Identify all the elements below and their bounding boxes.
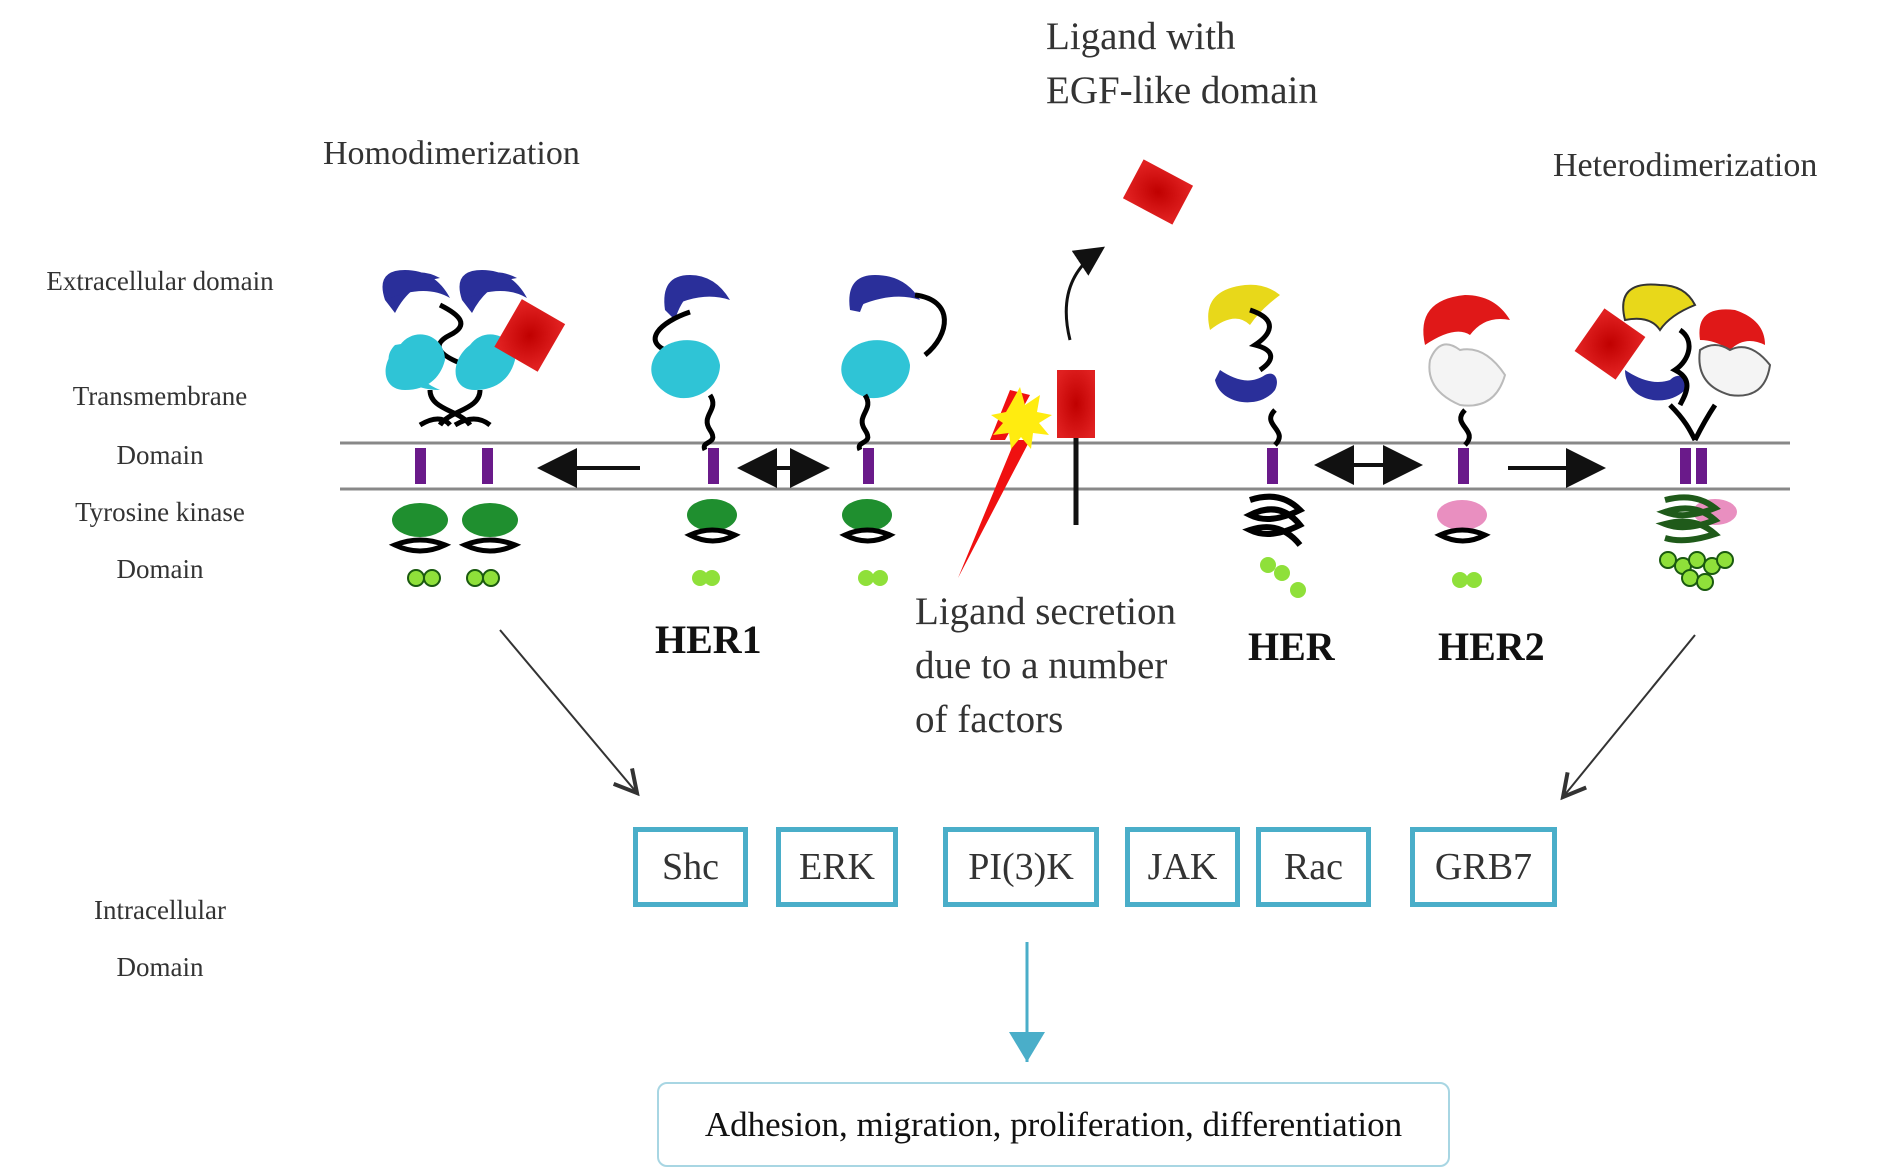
label-ligand-with: Ligand with [1046,15,1236,58]
heterodimer-receptor [1574,283,1772,591]
label-transmembrane-domain: Domain [116,440,204,470]
protein-box-pi3k: PI(3)K [943,827,1099,907]
ligand-secretion [958,159,1194,578]
protein-box-rac: Rac [1256,827,1371,907]
label-homodimerization: Homodimerization [323,135,580,172]
label-transmembrane: Transmembrane [72,381,248,411]
protein-box-shc: Shc [633,827,748,907]
homodimer-receptor [382,270,566,587]
label-intracellular-domain: Domain [116,952,204,982]
arrow-heterodimer-to-proteins [1563,634,1696,797]
receptor-label-her2: HER2 [1438,624,1545,669]
label-intracellular: Intracellular [94,895,226,925]
arrow-homodimer-to-proteins [499,629,637,793]
her1-monomer [651,275,741,586]
label-extracellular-domain: Extracellular domain [46,266,274,296]
receptor-label-her1: HER1 [655,617,762,662]
her-monomer [1208,284,1306,598]
label-ligand-secretion: Ligand secretion [915,590,1176,633]
label-tyrosine-kinase: Tyrosine kinase [75,497,245,527]
her2-monomer [1423,295,1510,588]
label-due-to-number: due to a number [915,644,1168,687]
protein-box-erk: ERK [776,827,898,907]
receptor-label-her: HER [1248,624,1335,669]
protein-box-grb7: GRB7 [1410,827,1557,907]
label-of-factors: of factors [915,698,1064,741]
outcome-box: Adhesion, migration, proliferation, diff… [657,1082,1450,1167]
label-heterodimerization: Heterodimerization [1553,147,1818,184]
protein-box-jak: JAK [1125,827,1240,907]
label-tyrosine-domain: Domain [116,554,204,584]
label-egf-like-domain: EGF-like domain [1046,69,1318,112]
her1-monomer-2 [839,275,947,586]
